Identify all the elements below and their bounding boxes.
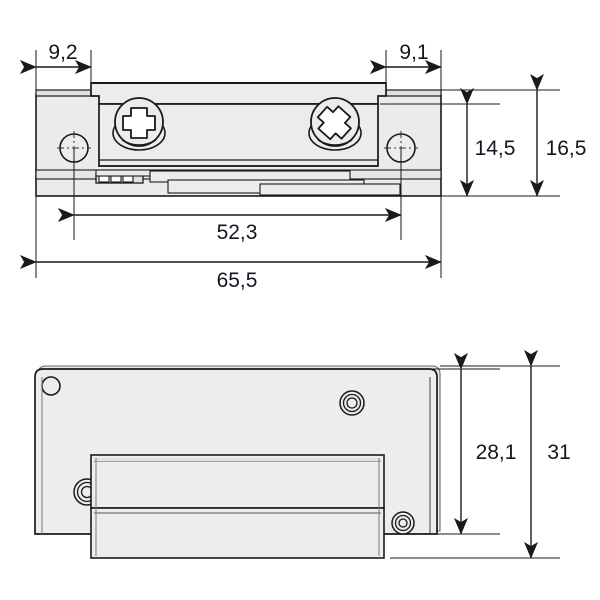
dim-label-9-2: 9,2 [48,41,77,64]
terminal-contact-3 [122,175,134,183]
dim-label-28-1: 28,1 [476,441,517,464]
top-center-screw-inner [346,397,358,409]
dim-label-9-1: 9,1 [399,41,428,64]
screw-left [112,97,166,151]
latch-housing-lower [90,507,385,559]
dim-label-65-5: 65,5 [217,269,258,292]
bottom-view-dimensions: 28,1 31 [390,349,571,559]
latch-housing-upper-shade [94,458,381,461]
screw-right [308,97,362,151]
top-center-screw [339,390,365,416]
right-lip [385,89,442,97]
dim-label-31: 31 [547,441,570,464]
dim-label-52-3: 52,3 [217,221,258,244]
left-lip [35,89,92,97]
right-side-screw-inner [398,518,408,528]
screw-left-arc [121,139,157,146]
screw-right-arc [317,139,353,146]
screw-left-cross-slot [122,107,156,139]
right-side-screw [391,511,415,535]
top-view-group [35,82,442,197]
dim-label-14-5: 14,5 [475,137,516,160]
terminal-contact-2 [110,175,122,183]
dim-label-16-5: 16,5 [546,137,587,160]
bottom-view-group [34,365,441,559]
terminal-contact-1 [98,175,110,183]
screw-right-cross-slot [316,105,352,141]
latch-housing-upper [90,454,385,509]
top-left-hole [41,376,61,396]
bottom-detail-rect-3 [259,183,401,196]
top-view-dimensions: 9,2 9,1 14,5 16,5 52,3 65,5 [19,41,587,292]
